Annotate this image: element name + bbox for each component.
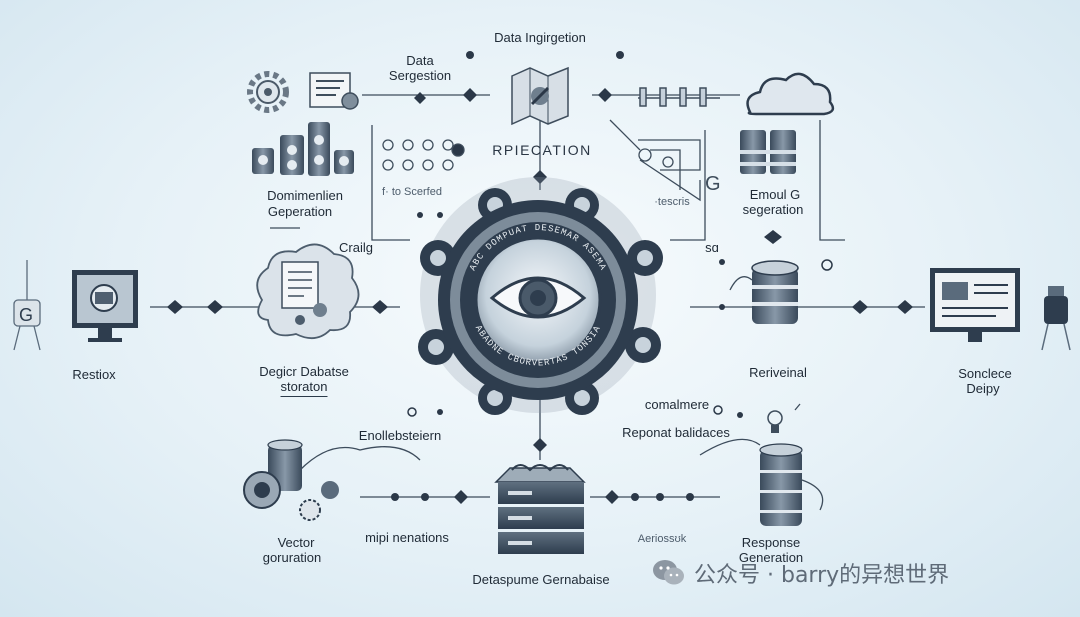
label-mipi-nenations: mipi nenations	[365, 530, 449, 545]
label-reponat-balidaces: Reponat balidaces	[622, 425, 730, 440]
brain-document-icon	[256, 243, 360, 340]
label-small-row: f· to Scerfed	[382, 186, 442, 198]
symbol-grid-icon	[382, 139, 465, 171]
wechat-icon	[653, 560, 684, 585]
label-domimenlien: Domimenlien	[267, 188, 343, 203]
label-tescris: ·tescris	[654, 196, 690, 208]
label-sonclece: Sonclece	[958, 366, 1012, 381]
central-hub: ABC DOMPUAT DESEMAR ASEMA ABADNE CBORVER…	[418, 177, 663, 415]
label-storaton: storaton	[280, 379, 328, 397]
robot-icon-left: G	[13, 260, 41, 351]
map-icon	[511, 66, 569, 126]
database-stack-icon	[740, 130, 796, 174]
label-so: sɑ	[705, 240, 719, 255]
svg-text:G: G	[705, 173, 721, 195]
svg-text:G: G	[19, 305, 33, 325]
label-goruration: goruration	[262, 550, 322, 565]
label-data-segmentation-2: Sergestion	[388, 68, 452, 83]
label-degicr-dabatse: Degicr Dabatse	[259, 364, 349, 379]
label-enollebsteiern: Enollebsteiern	[358, 428, 442, 443]
label-geperation: Geperation	[267, 204, 333, 219]
label-emoul-g: Emoul G	[749, 187, 801, 202]
label-generation: Generation	[738, 550, 804, 565]
slider-row-icon	[638, 87, 720, 107]
database-cluster-icon	[252, 122, 354, 176]
flow-dots	[391, 51, 833, 501]
label-response: Response	[741, 535, 801, 550]
watermark: 公众号 · barry的异想世界	[652, 557, 949, 589]
circuit-icon: G	[638, 139, 721, 195]
label-vector: Vector	[277, 535, 315, 550]
label-database-gernabaise: Detaspume Gernabaise	[472, 572, 610, 587]
label-reriveinal: Reriveinal	[749, 365, 807, 380]
watermark-text: 公众号 · barry的异想世界	[694, 563, 950, 588]
gear-icon	[247, 71, 289, 113]
label-data-segmentation-1: Data	[406, 53, 434, 68]
lightbulb-icon	[767, 403, 801, 433]
response-database-icon	[759, 443, 824, 526]
label-deipy: Deipy	[966, 381, 1000, 396]
vector-database-icon	[243, 439, 339, 521]
cloud-icon	[746, 72, 835, 116]
label-comalmere: comalmere	[644, 397, 710, 412]
label-replication: RPIECATION	[492, 142, 592, 158]
monitor-icon-left	[72, 270, 138, 342]
label-segeration: segeration	[742, 202, 804, 217]
label-restiox: Restiox	[72, 367, 116, 382]
robot-icon-right	[1041, 286, 1071, 351]
document-icon	[309, 72, 359, 110]
flow-diamonds	[167, 88, 913, 504]
retrieval-database-icon	[729, 260, 799, 324]
label-aeriossuk: Aeriossʊk	[637, 533, 687, 545]
server-rack-icon	[494, 464, 586, 554]
monitor-icon-right	[930, 268, 1020, 342]
label-data-ingestion: Data Ingirgetion	[494, 30, 586, 45]
label-crailg: Crailg	[339, 240, 373, 255]
